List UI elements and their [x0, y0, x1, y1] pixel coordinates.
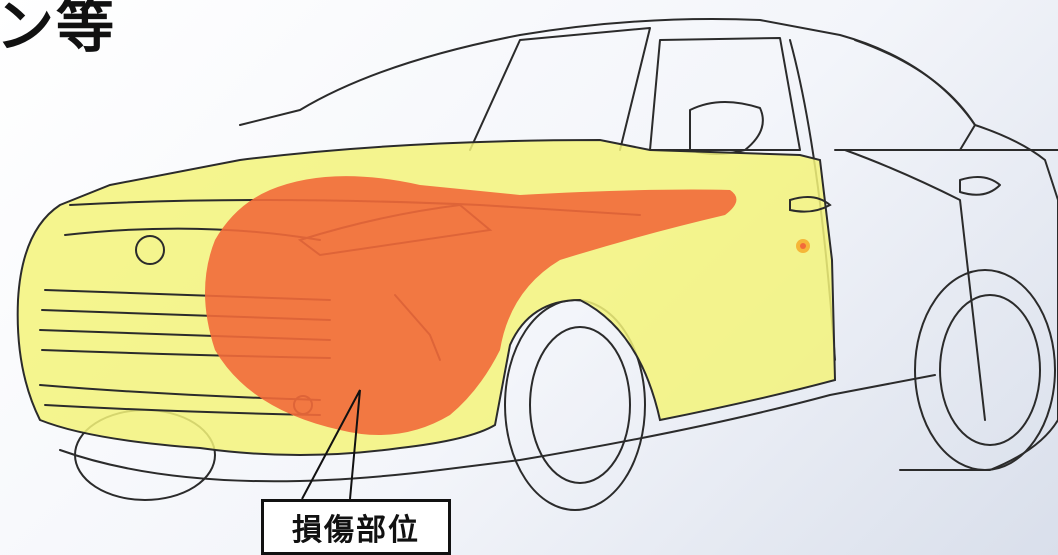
- side-window: [649, 37, 801, 151]
- lower-grille-2: [44, 404, 321, 416]
- rear-window: [854, 39, 976, 151]
- rear-door-handle: [959, 175, 1001, 196]
- under-body: [59, 374, 936, 483]
- windshield: [469, 27, 651, 151]
- front-door-handle: [789, 195, 832, 213]
- rear-wheel-inner: [939, 294, 1041, 446]
- mirror: [689, 100, 764, 155]
- damage-area: [205, 176, 737, 435]
- callout-leader: [301, 389, 361, 500]
- emblem: [135, 235, 165, 265]
- rear-door-line: [844, 149, 986, 421]
- damage-label: 損傷部位: [261, 499, 451, 555]
- rear-body-outline: [834, 149, 1058, 471]
- front-wheel-inner: [529, 326, 631, 484]
- rear-wheel: [914, 269, 1056, 471]
- damage-dot-center: [800, 243, 806, 249]
- page-title: ン等: [0, 0, 117, 60]
